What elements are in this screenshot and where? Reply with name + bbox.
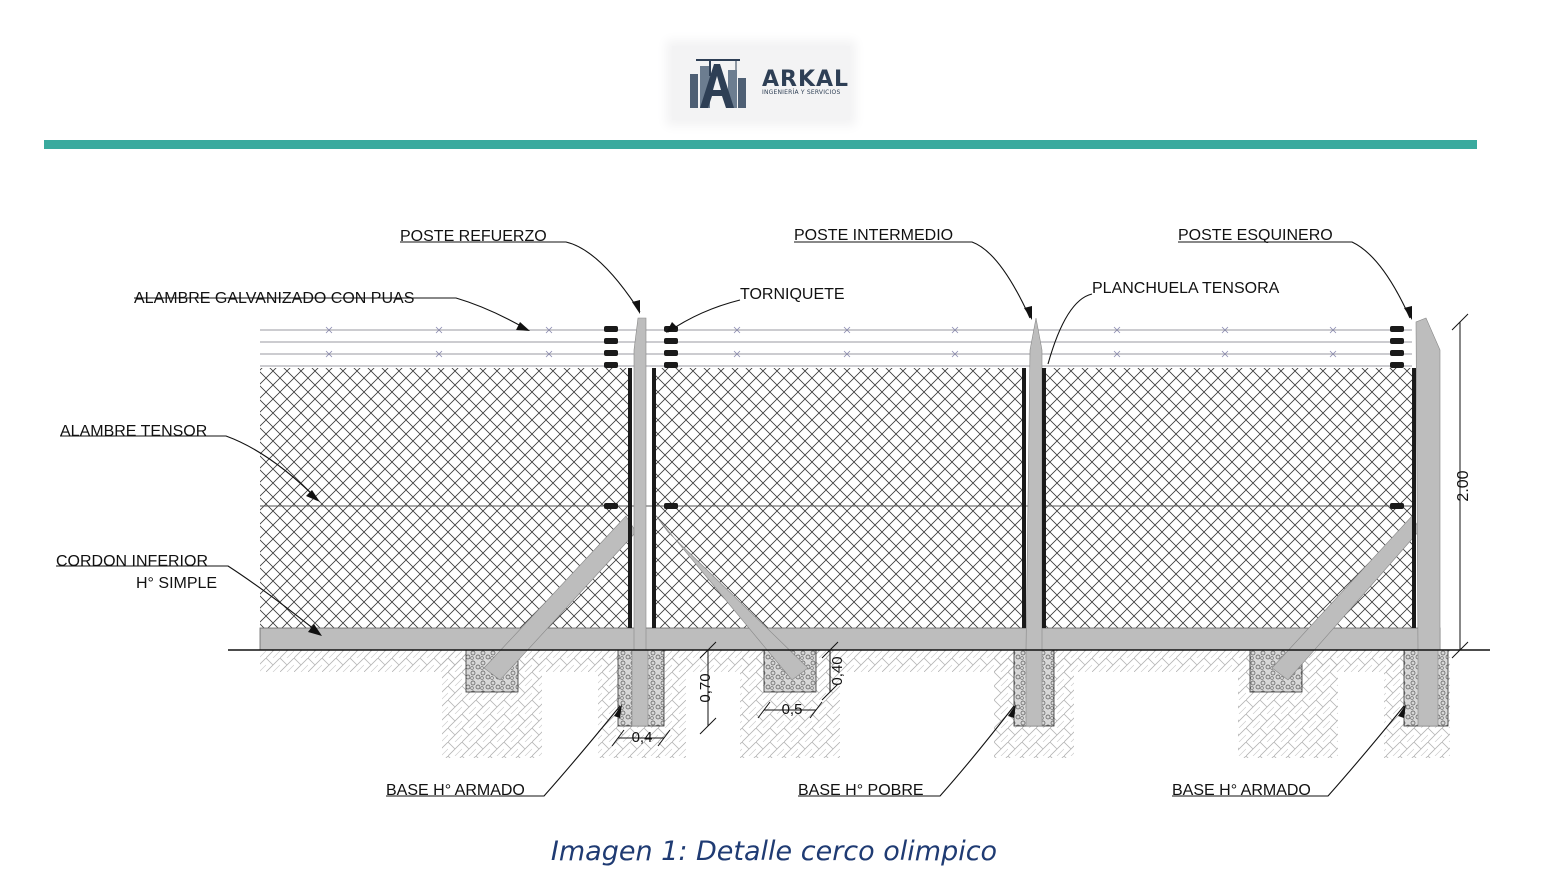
header-accent-bar [44,140,1477,149]
base-depth-label: 0,70 [697,673,714,702]
company-logo: ARKAL INGENIERÍA Y SERVICIOS [672,46,850,120]
figure-caption: Imagen 1: Detalle cerco olimpico [550,836,998,867]
height-dimension [1451,313,1469,659]
logo-name: ARKAL [762,67,850,92]
small-base-depth-label: 0,40 [829,656,846,685]
height-dimension-label: 2.00 [1455,470,1472,501]
posts [631,317,1441,727]
label-alambre-galvanizado: ALAMBRE GALVANIZADO CON PUAS [134,290,414,307]
label-h-simple: H° SIMPLE [136,575,217,592]
label-poste-refuerzo: POSTE REFUERZO [400,228,547,245]
crane-building-icon [690,59,746,108]
label-base-armado-left: BASE H° ARMADO [386,782,525,799]
label-poste-esquinero: POSTE ESQUINERO [1178,227,1333,244]
label-planchuela-tensora: PLANCHUELA TENSORA [1092,280,1280,297]
fence-detail-drawing: 2.00 0,70 0,4 0,5 0,40 [56,227,1490,799]
small-base-width-label: 0,5 [782,701,803,718]
chain-link-mesh [260,368,1412,628]
label-base-armado-right: BASE H° ARMADO [1172,782,1311,799]
label-poste-intermedio: POSTE INTERMEDIO [794,227,953,244]
label-cordon-inferior: CORDON INFERIOR [56,553,208,570]
concrete-curb [259,627,1441,651]
barb-marks [325,326,1337,358]
tension-bars [628,368,1416,628]
label-torniquete: TORNIQUETE [740,286,845,303]
diagonal-braces [483,515,1421,681]
tensioner-clamps [604,326,1404,509]
barbed-wires [260,329,1412,367]
base-width-label: 0,4 [632,729,653,746]
base-dimensions [611,641,839,747]
label-alambre-tensor: ALAMBRE TENSOR [60,423,207,440]
label-base-pobre: BASE H° POBRE [798,782,924,799]
logo-subtitle: INGENIERÍA Y SERVICIOS [762,89,841,96]
leader-lines [56,241,1412,797]
